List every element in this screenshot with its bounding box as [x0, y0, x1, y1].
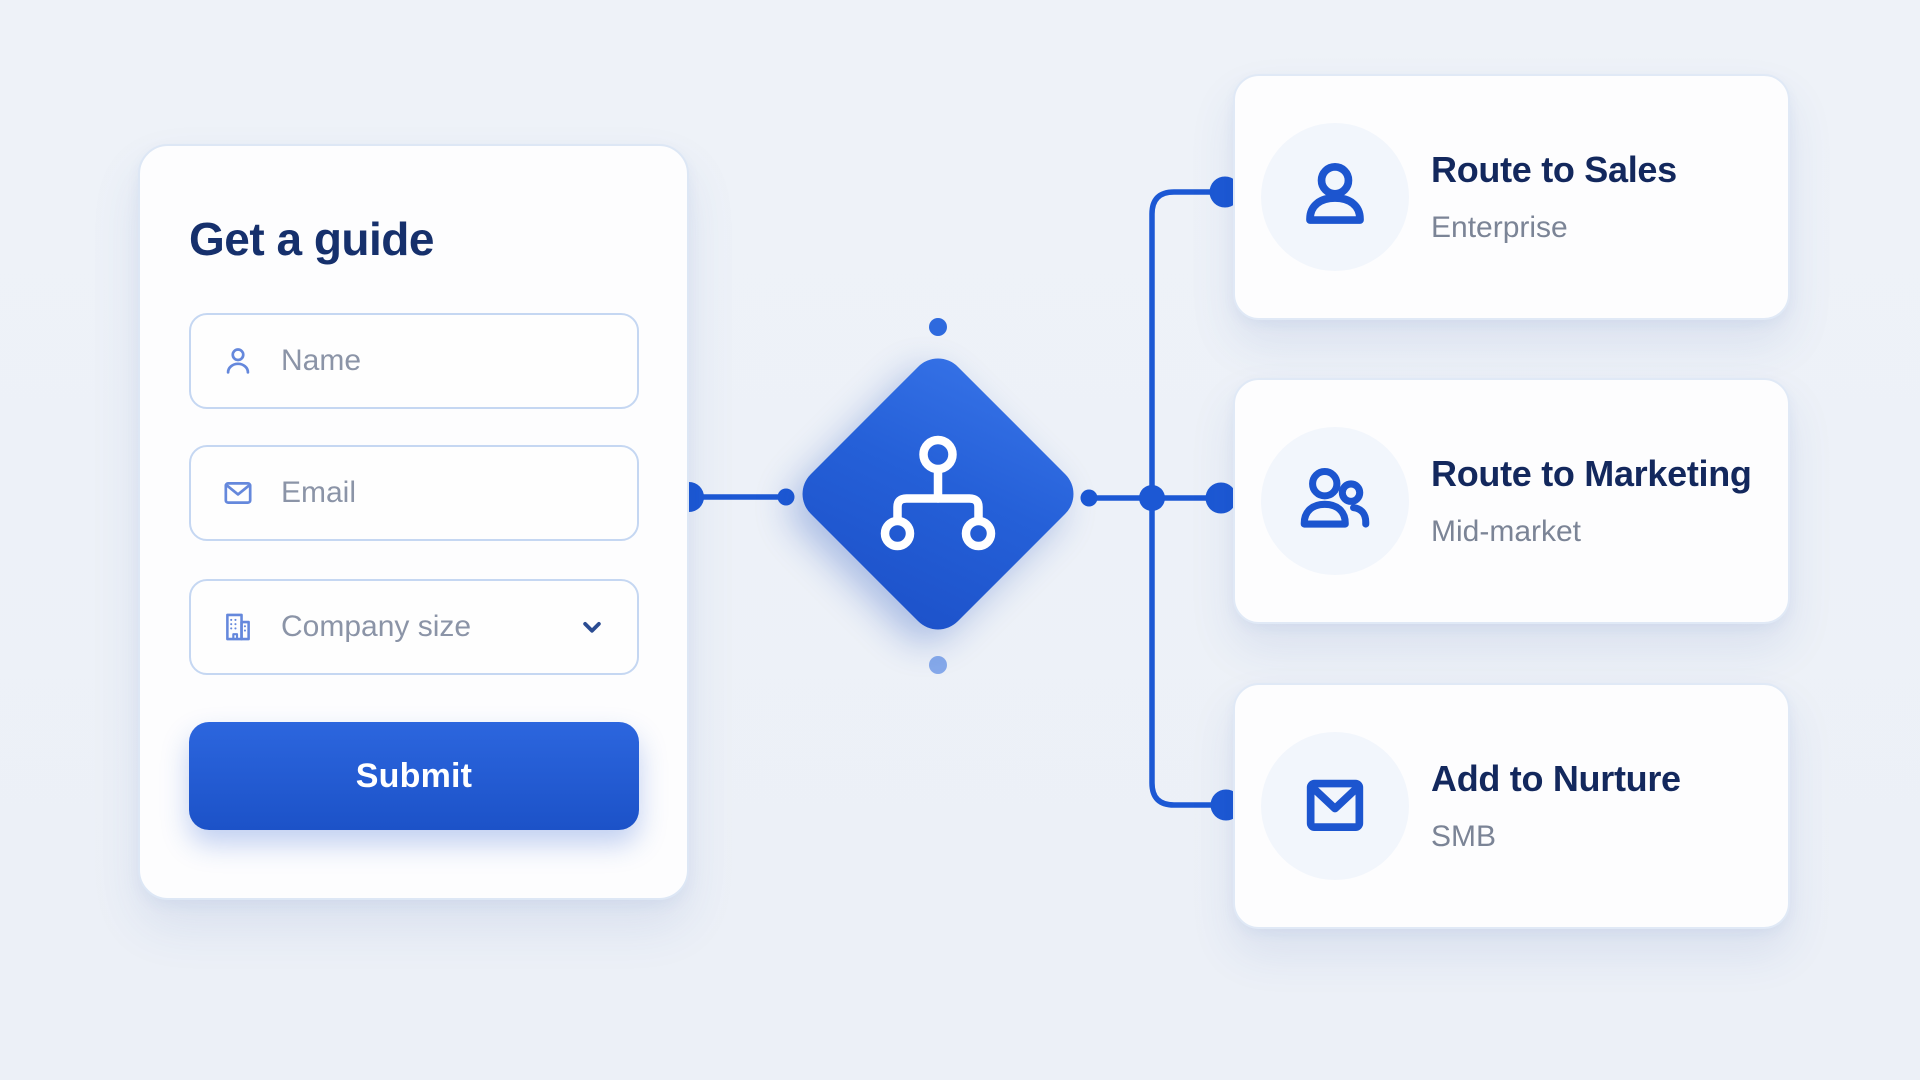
- form-title: Get a guide: [189, 213, 434, 265]
- icon-circle: [1261, 123, 1409, 271]
- icon-circle: [1261, 427, 1409, 575]
- lead-form-card: Get a guide Compan: [138, 144, 689, 900]
- user-icon: [226, 348, 250, 374]
- outcome-title: Route to Marketing: [1431, 453, 1752, 494]
- name-input[interactable]: [281, 344, 607, 378]
- user-icon: [1306, 163, 1364, 224]
- diamond-top-dot: [929, 318, 947, 336]
- icon-circle: [1261, 732, 1409, 880]
- company-size-select[interactable]: Company size: [189, 579, 639, 675]
- diamond-left-dot: [777, 488, 795, 506]
- chevron-down-icon: [583, 622, 601, 633]
- router-node[interactable]: [790, 346, 1086, 642]
- users-icon: [1300, 468, 1370, 528]
- outcome-card-sales[interactable]: Route to Sales Enterprise: [1233, 74, 1790, 320]
- company-size-value: Company size: [281, 610, 472, 643]
- diamond-bottom-dot: [929, 656, 947, 674]
- email-input[interactable]: [281, 476, 607, 510]
- building-icon: [226, 613, 250, 641]
- mail-icon: [224, 482, 252, 504]
- diamond-right-dot: [1080, 489, 1098, 507]
- outcome-subtitle: Mid-market: [1431, 515, 1582, 548]
- outcome-subtitle: Enterprise: [1431, 211, 1568, 244]
- outcome-card-marketing[interactable]: Route to Marketing Mid-market: [1233, 378, 1790, 624]
- trunk-junction-dot: [1139, 485, 1165, 511]
- card2-dot: [1205, 482, 1237, 514]
- outcome-card-nurture[interactable]: Add to Nurture SMB: [1233, 683, 1790, 929]
- outcome-subtitle: SMB: [1431, 820, 1497, 853]
- email-field[interactable]: [189, 445, 639, 541]
- submit-button[interactable]: Submit: [189, 722, 639, 830]
- outcome-title: Add to Nurture: [1431, 758, 1681, 799]
- branch-icon: [880, 435, 996, 551]
- name-field[interactable]: [189, 313, 639, 409]
- mail-icon: [1306, 779, 1364, 831]
- outcome-title: Route to Sales: [1431, 149, 1677, 190]
